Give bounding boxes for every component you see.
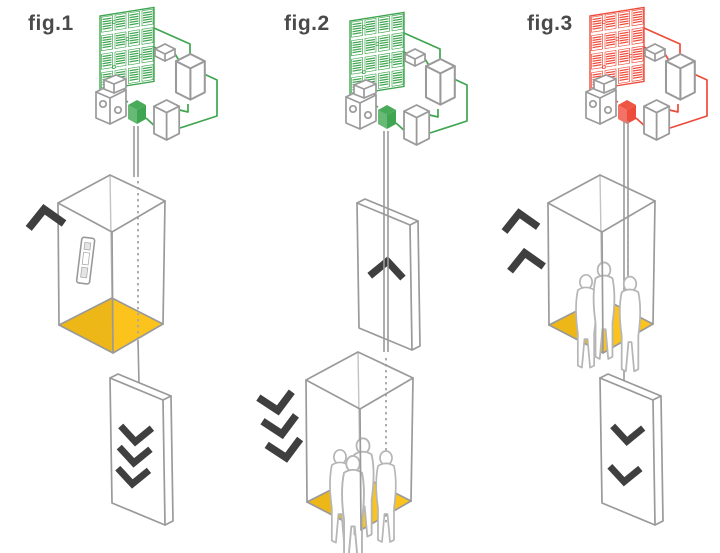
counterweight-cable: [137, 339, 140, 385]
figure-1: [26, 7, 217, 526]
control-board-and-machine: [346, 12, 467, 144]
car-operating-panel: [75, 236, 96, 286]
elevator-car: [57, 174, 166, 354]
figure-2: [258, 12, 467, 553]
hoist-cables: [383, 131, 389, 352]
car-up-chevrons: [502, 211, 543, 271]
figure-3: [502, 7, 707, 526]
fig3-label: fig.3: [527, 12, 573, 35]
fig1-label: fig.1: [28, 12, 74, 35]
counterweight: [599, 373, 664, 526]
control-board-and-machine: [96, 7, 217, 139]
control-board-and-machine: [586, 7, 707, 139]
elevator-car: [547, 174, 656, 373]
elevator-car: [305, 351, 414, 553]
fig2-label: fig.2: [284, 12, 330, 35]
hoist-cables: [133, 126, 139, 177]
car-down-chevrons: [258, 392, 303, 461]
passengers: [575, 261, 642, 373]
passengers: [329, 437, 397, 553]
